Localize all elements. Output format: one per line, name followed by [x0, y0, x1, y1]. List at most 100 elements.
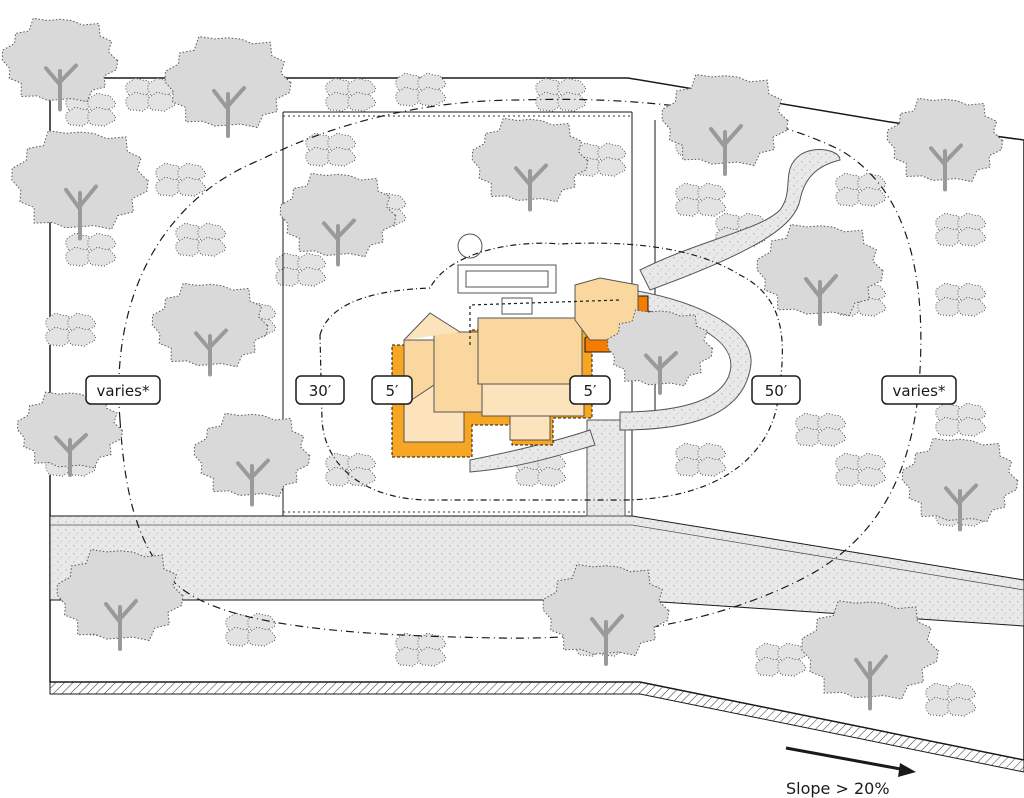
tree-trunk	[212, 86, 246, 138]
shrub	[87, 106, 117, 127]
ring-immediate	[469, 299, 621, 345]
shrub	[925, 696, 955, 717]
shrub	[857, 186, 887, 207]
tree	[801, 600, 939, 711]
shrub	[777, 656, 807, 677]
tree	[542, 563, 670, 666]
shrub	[177, 176, 207, 197]
shrub	[325, 91, 355, 112]
tree	[471, 117, 589, 212]
shrub	[857, 296, 887, 317]
shrub	[347, 466, 377, 487]
slope-indicator: Slope > 20%	[785, 746, 916, 798]
tree-trunk	[929, 143, 963, 192]
inner-lot-line	[282, 111, 656, 516]
tree	[56, 548, 184, 651]
tree	[17, 391, 124, 477]
tree	[661, 73, 789, 176]
zone-label-outer-left: varies*	[85, 375, 161, 405]
trees	[1, 17, 1019, 711]
tree-trunk	[194, 328, 228, 377]
zone-label-text: 50′	[765, 382, 788, 400]
tree-canopy	[164, 35, 292, 129]
tree-trunk	[514, 163, 548, 212]
ring-outer	[118, 98, 922, 639]
zone-label-immediate-right: 5′	[569, 375, 611, 405]
shrub	[835, 466, 865, 487]
shrub	[175, 236, 205, 257]
tree-canopy	[607, 309, 714, 387]
tree	[607, 309, 714, 395]
tree-trunk	[804, 274, 838, 326]
tree-trunk	[64, 184, 98, 241]
tree-trunk	[104, 599, 138, 651]
zone-label-immediate-left: 5′	[371, 375, 413, 405]
tree-trunk	[44, 63, 78, 112]
slope-label: Slope > 20%	[786, 779, 890, 798]
zone-rings	[118, 98, 922, 639]
zone-label-intermediate-right: 50′	[751, 375, 801, 405]
shrub	[597, 156, 627, 177]
zone-label-outer-right: varies*	[881, 375, 957, 405]
driveway	[469, 149, 841, 517]
shrub	[515, 466, 545, 487]
shrub	[697, 196, 727, 217]
shrub	[327, 146, 357, 167]
tree-canopy	[279, 172, 397, 258]
tree	[193, 412, 311, 507]
slope-arrow-shaft	[785, 746, 907, 772]
tree-trunk	[54, 433, 88, 477]
tree-trunk	[644, 351, 678, 395]
shrub	[65, 106, 95, 127]
shrub	[247, 626, 277, 647]
tree-trunk	[854, 654, 888, 711]
tree	[1, 17, 119, 112]
shrub	[45, 326, 75, 347]
zone-label-text: 5′	[584, 382, 598, 400]
shrub	[535, 91, 565, 112]
tree-canopy	[886, 97, 1004, 183]
zone-label-text: varies*	[893, 382, 946, 400]
tree-trunk	[322, 218, 356, 267]
shrub	[417, 86, 447, 107]
slope-hatch-edge	[49, 681, 1024, 773]
shrub	[957, 416, 987, 437]
arrow-right-icon	[898, 763, 916, 777]
shrub	[957, 226, 987, 247]
shrub	[305, 146, 335, 167]
ring-intermediate	[319, 242, 783, 501]
tree	[11, 130, 149, 241]
tree-canopy	[56, 548, 184, 642]
tree-trunk	[944, 483, 978, 532]
shrub	[147, 91, 177, 112]
shrub	[395, 646, 425, 667]
tree-canopy	[756, 223, 884, 317]
tree-canopy	[471, 117, 589, 203]
shrub	[417, 646, 447, 667]
shrub	[395, 86, 425, 107]
shrub	[957, 296, 987, 317]
tree	[756, 223, 884, 326]
shrub	[537, 466, 567, 487]
tree	[164, 35, 292, 138]
shrub	[935, 296, 965, 317]
shrub	[817, 426, 847, 447]
tree	[886, 97, 1004, 192]
tree-trunk	[709, 124, 743, 176]
shrub	[155, 176, 185, 197]
shrub	[795, 426, 825, 447]
shrub	[225, 626, 255, 647]
shrub	[125, 91, 155, 112]
shrub	[557, 91, 587, 112]
tree-canopy	[193, 412, 311, 498]
shrub	[697, 456, 727, 477]
shrub	[67, 326, 97, 347]
shrub	[947, 696, 977, 717]
shrub	[755, 656, 785, 677]
shrub	[347, 91, 377, 112]
tree-canopy	[901, 437, 1019, 523]
shrub	[65, 246, 95, 267]
shrub	[675, 196, 705, 217]
